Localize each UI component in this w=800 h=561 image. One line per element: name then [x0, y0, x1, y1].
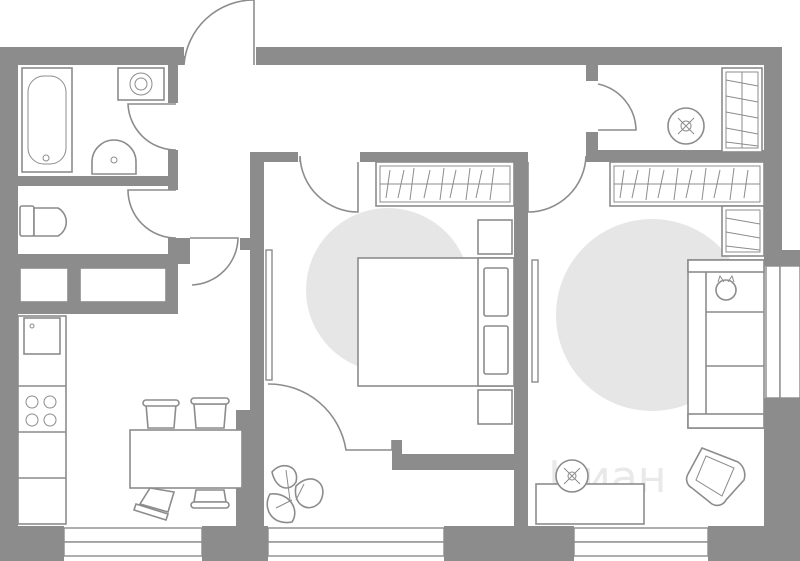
cat-icon — [715, 274, 737, 301]
sofa-icon — [687, 259, 765, 429]
dining-chairs — [132, 397, 230, 521]
walls — [0, 47, 800, 561]
bedroom-wardrobe — [375, 161, 515, 207]
plant-icon — [266, 464, 324, 524]
storage-shelf-top — [721, 67, 763, 153]
double-bed-icon — [357, 257, 515, 387]
toilet-icon — [19, 205, 67, 237]
toilet-room — [19, 205, 67, 237]
bathroom — [21, 67, 165, 175]
kitchen-dining — [17, 315, 243, 525]
windows — [63, 249, 800, 557]
doors — [127, 0, 637, 451]
kitchen-sink-icon — [23, 317, 61, 355]
wardrobe-room — [667, 67, 763, 153]
desk — [535, 483, 645, 525]
bathtub-icon — [21, 67, 73, 173]
lamp-icon — [667, 107, 705, 145]
living-room — [535, 161, 765, 525]
armchair-icon — [685, 446, 746, 507]
living-wardrobe — [609, 161, 765, 257]
desk-chair-icon — [555, 459, 589, 493]
dining-table — [129, 429, 243, 489]
nightstand-bottom — [477, 389, 513, 425]
nightstand-top — [477, 219, 513, 255]
bedroom — [266, 161, 515, 524]
stove-icon — [25, 395, 57, 427]
